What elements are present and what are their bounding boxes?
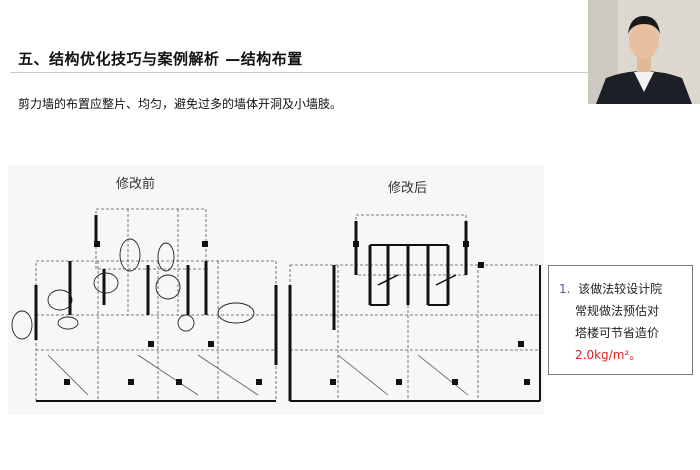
title-divider <box>10 72 588 73</box>
callout-text-3: 塔楼可节省造价 <box>575 326 660 340</box>
slide-body-text: 剪力墙的布置应整片、均匀，避免过多的墙体开洞及小墙肢。 <box>18 97 343 111</box>
floor-plan-drawing <box>11 208 541 402</box>
callout-text-2: 常规做法预估对 <box>575 304 660 318</box>
after-plan-label: 修改后 <box>388 181 428 196</box>
before-plan-label: 修改前 <box>116 177 156 192</box>
callout-line-1: 1. 该做法较设计院 <box>559 280 662 297</box>
savings-callout: 1. 该做法较设计院 常规做法预估对 塔楼可节省造价 2.0kg/m²。 <box>548 265 693 375</box>
callout-highlight-value: 2.0kg/m²。 <box>575 348 642 362</box>
slide-title: 五、结构优化技巧与案例解析 —结构布置 <box>18 50 303 68</box>
presenter-figure <box>588 0 700 104</box>
callout-number: 1. <box>559 282 571 296</box>
callout-text-1: 该做法较设计院 <box>578 282 663 296</box>
presenter-video <box>588 0 700 104</box>
floor-plan-comparison: 修改前 修改后 <box>8 165 544 415</box>
